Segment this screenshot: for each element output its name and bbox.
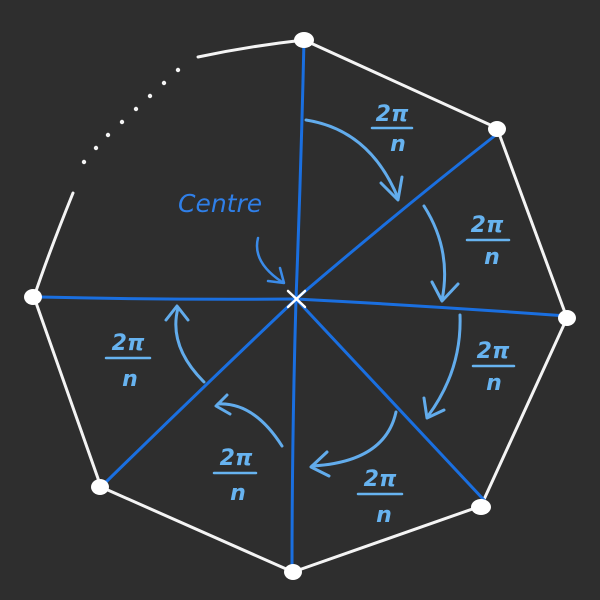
- vertex: [471, 499, 491, 515]
- polygon-edges: [32, 38, 569, 574]
- angle-label: 2π n: [356, 467, 404, 528]
- spoke-lower-right: [294, 297, 486, 502]
- angle-label-denominator: n: [484, 245, 500, 270]
- polygon-edge: [479, 316, 569, 508]
- vertex: [558, 310, 576, 326]
- arrowhead: [379, 175, 404, 202]
- arrowhead: [214, 393, 232, 416]
- angle-arc: [304, 118, 400, 200]
- centre-pointer-arrow: [255, 236, 284, 284]
- polygon-edge: [196, 38, 306, 59]
- spokes: [38, 38, 569, 572]
- arrowhead: [422, 396, 446, 420]
- spoke-right: [294, 297, 569, 318]
- spoke-bottom: [290, 297, 298, 572]
- angle-arcs: [164, 118, 462, 478]
- angle-label-denominator: n: [486, 371, 502, 396]
- polygon-edge: [495, 126, 569, 320]
- centre-cross-icon: [286, 289, 307, 309]
- spoke-lower-left: [104, 297, 298, 484]
- angle-label: 2π n: [104, 331, 152, 392]
- polygon-edge: [32, 295, 103, 489]
- gap-dot: [81, 159, 87, 165]
- polygon-edge: [32, 191, 75, 299]
- gap-dot: [161, 80, 167, 86]
- angle-label-denominator: n: [122, 367, 138, 392]
- angle-arc: [174, 306, 206, 384]
- angle-label-numerator: 2π: [112, 331, 145, 356]
- gap-dot: [175, 67, 181, 73]
- spoke-upper-right: [294, 132, 499, 301]
- arrowhead: [309, 450, 331, 478]
- vertex: [488, 121, 506, 137]
- arrowhead: [430, 280, 460, 303]
- gap-dot: [133, 106, 139, 112]
- arrowhead: [164, 304, 190, 322]
- angle-label-denominator: n: [390, 132, 406, 157]
- angle-label-denominator: n: [230, 481, 246, 506]
- angle-label-numerator: 2π: [471, 213, 504, 238]
- angle-label: 2π n: [370, 102, 414, 157]
- gap-dot: [119, 119, 125, 125]
- centre-pointer-arrowhead: [266, 266, 286, 285]
- vertex: [91, 479, 109, 495]
- gap-dot: [93, 145, 99, 151]
- vertex: [294, 32, 314, 48]
- centre-label: Centre: [178, 189, 262, 218]
- vertex: [284, 564, 302, 580]
- angle-label-numerator: 2π: [364, 467, 397, 492]
- spoke-top: [294, 38, 306, 301]
- vertex: [24, 289, 42, 305]
- polygon-edge: [291, 504, 483, 574]
- angle-arc: [422, 204, 447, 302]
- angle-label: 2π n: [465, 213, 511, 270]
- angle-label-numerator: 2π: [220, 446, 253, 471]
- angle-arc: [216, 402, 284, 448]
- gap-dot: [147, 93, 153, 99]
- angle-label-numerator: 2π: [376, 102, 409, 127]
- gap-dot: [105, 132, 111, 138]
- omitted-sides-dots: [81, 67, 181, 165]
- angle-arc: [310, 410, 398, 468]
- angle-label-numerator: 2π: [477, 339, 510, 364]
- angle-label: 2π n: [471, 339, 516, 396]
- spoke-left: [38, 295, 298, 301]
- polygon-edge: [99, 485, 295, 574]
- angle-label-denominator: n: [376, 503, 392, 528]
- polygon-edge: [302, 38, 499, 130]
- angle-label: 2π n: [212, 446, 258, 506]
- vertices: [24, 32, 576, 580]
- angle-arc: [426, 313, 462, 418]
